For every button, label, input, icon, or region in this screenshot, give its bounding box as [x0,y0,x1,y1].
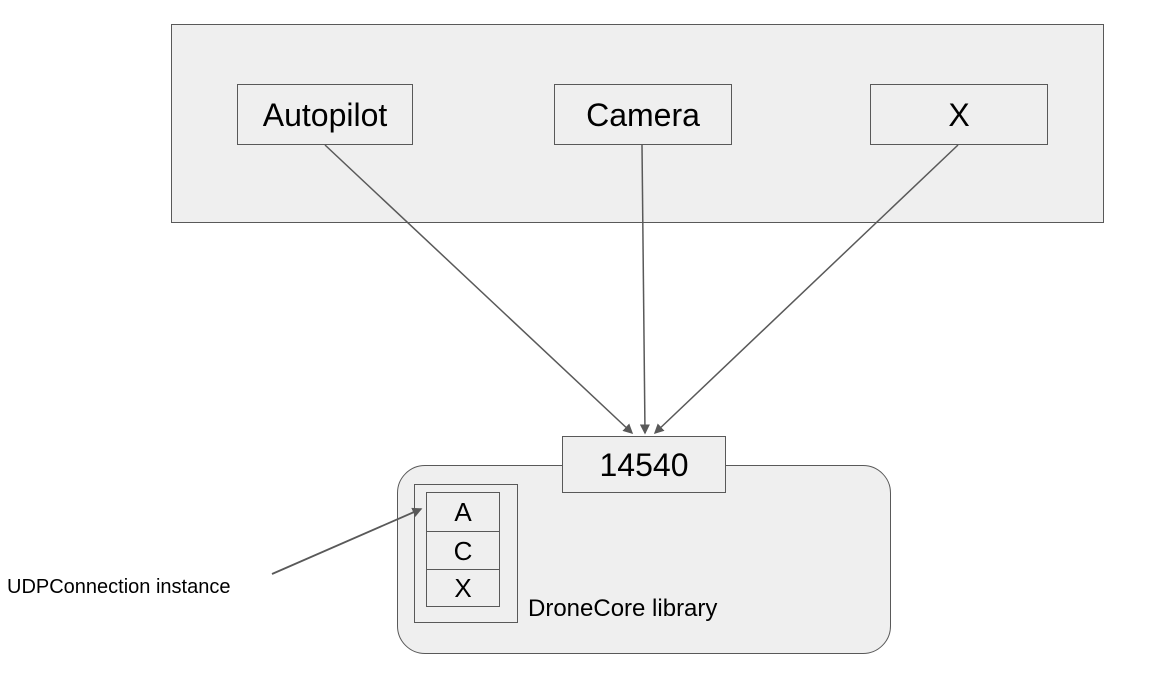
autopilot-node-label: Autopilot [262,96,388,133]
x-node-label: X [948,96,970,133]
camera-node: Camera [554,84,732,145]
dronecore-library-label: DroneCore library [528,595,718,622]
port-box: 14540 [562,436,726,493]
connection-cell-c-label: C [453,535,473,566]
connection-cell-a-label: A [454,497,472,527]
camera-node-label: Camera [586,96,700,133]
port-label: 14540 [599,446,689,483]
connection-cell-x-label: X [454,573,472,603]
connection-cell-a: A [426,492,500,532]
connection-cell-c: C [426,531,500,570]
autopilot-node: Autopilot [237,84,413,145]
x-node: X [870,84,1048,145]
udp-connection-annotation: UDPConnection instance [7,576,231,598]
connection-cell-x: X [426,569,500,607]
